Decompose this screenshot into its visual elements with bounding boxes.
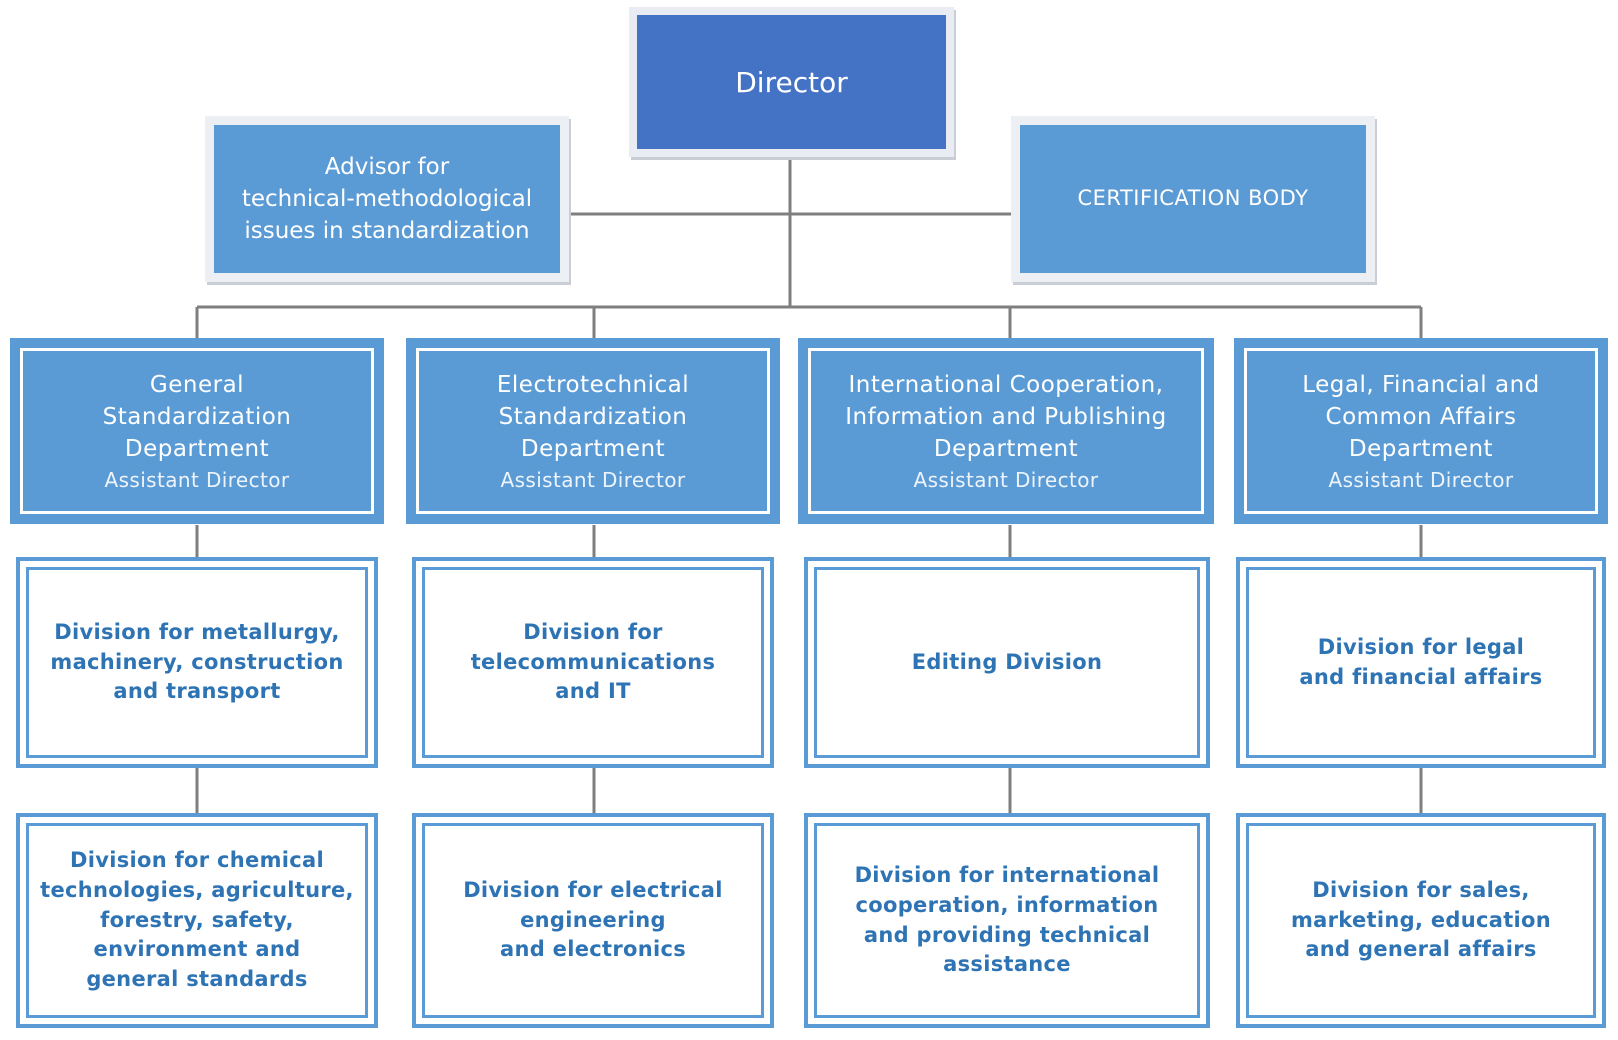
division-label: Division for sales, marketing, education… xyxy=(1290,877,1552,962)
department-head: Assistant Director xyxy=(1328,467,1514,492)
director-box: Director xyxy=(629,7,954,157)
division-box-international-cooperation: Division for international cooperation, … xyxy=(804,813,1210,1028)
division-box-legal-financial: Division for legal and financial affairs xyxy=(1236,557,1606,768)
department-name: Electrotechnical Standardization Departm… xyxy=(496,372,690,462)
department-box-electrotechnical: Electrotechnical Standardization Departm… xyxy=(406,338,780,524)
department-box-international-cooperation: International Cooperation, Information a… xyxy=(798,338,1214,524)
department-head: Assistant Director xyxy=(500,467,686,492)
division-label: Division for legal and financial affairs xyxy=(1299,634,1543,689)
department-box-legal-financial: Legal, Financial and Common Affairs Depa… xyxy=(1234,338,1608,524)
division-label: Division for chemical technologies, agri… xyxy=(40,847,354,992)
department-name: Legal, Financial and Common Affairs Depa… xyxy=(1302,372,1540,462)
advisor-box: Advisor for technical-methodological iss… xyxy=(205,116,569,282)
division-label: Division for telecommunications and IT xyxy=(470,619,716,704)
department-name: General Standardization Department xyxy=(102,372,292,462)
certification-label: CERTIFICATION BODY xyxy=(1077,186,1309,211)
department-head: Assistant Director xyxy=(104,467,290,492)
division-label: Editing Division xyxy=(911,649,1103,674)
advisor-label: Advisor for technical-methodological iss… xyxy=(241,153,533,245)
department-head: Assistant Director xyxy=(913,467,1099,492)
division-label: Division for metallurgy, machinery, cons… xyxy=(50,619,344,704)
division-box-telecommunications: Division for telecommunications and IT xyxy=(412,557,774,768)
division-box-chemical: Division for chemical technologies, agri… xyxy=(16,813,378,1028)
department-name: International Cooperation, Information a… xyxy=(845,372,1167,462)
department-box-general-standardization: General Standardization Department Assis… xyxy=(10,338,384,524)
director-label: Director xyxy=(735,65,848,99)
division-box-sales-marketing: Division for sales, marketing, education… xyxy=(1236,813,1606,1028)
division-box-editing: Editing Division xyxy=(804,557,1210,768)
division-box-metallurgy: Division for metallurgy, machinery, cons… xyxy=(16,557,378,768)
division-label: Division for electrical engineering and … xyxy=(463,877,723,962)
division-box-electrical-engineering: Division for electrical engineering and … xyxy=(412,813,774,1028)
division-label: Division for international cooperation, … xyxy=(854,862,1160,977)
certification-box: CERTIFICATION BODY xyxy=(1011,116,1375,282)
